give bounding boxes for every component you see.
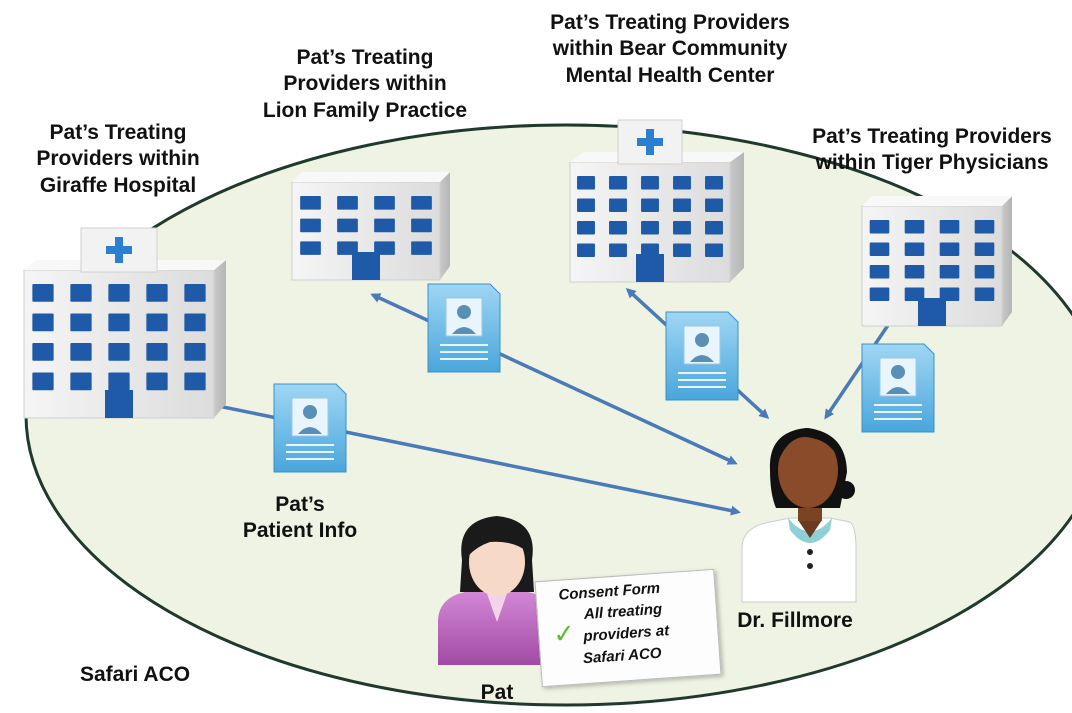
- label-line: Pat’s Treating: [49, 121, 187, 144]
- patient-label: Pat: [480, 681, 514, 704]
- consent-form-title: Consent Form: [557, 579, 661, 604]
- bear-hospital-icon: [569, 119, 744, 283]
- label-line: within Bear Community: [552, 37, 788, 61]
- label-line: Pat’s Treating Providers: [812, 125, 1052, 148]
- consent-form: Consent Form ✓ All treating providers at…: [534, 568, 722, 688]
- patient-record-icon: [665, 311, 739, 401]
- doctor-label: Dr. Fillmore: [737, 609, 853, 632]
- giraffe-hospital-label: Pat’s Treating Providers within Giraffe …: [16, 120, 220, 199]
- patient-record-icon: [861, 343, 935, 433]
- label-line: Providers within: [283, 72, 447, 96]
- consent-form-line: All treating: [583, 600, 663, 624]
- check-icon: ✓: [552, 617, 577, 650]
- label-line: Pat’s: [275, 493, 325, 516]
- label-line: Lion Family Practice: [262, 98, 468, 122]
- label-line: Pat’s Treating Providers: [550, 11, 790, 34]
- consent-form-line: Safari ACO: [582, 644, 663, 668]
- consent-form-line: providers at: [582, 622, 670, 646]
- giraffe-hospital-icon: [23, 227, 226, 419]
- patient-info-label: Pat’s Patient Info: [230, 492, 370, 545]
- aco-label: Safari ACO: [80, 663, 191, 686]
- label-line: within Tiger Physicians: [815, 151, 1049, 175]
- tiger-clinic-icon: [861, 196, 1012, 327]
- lion-clinic-icon: [291, 172, 450, 281]
- patient-record-icon: [273, 383, 347, 473]
- bear-mental-health-label: Pat’s Treating Providers within Bear Com…: [520, 10, 820, 89]
- label-line: Mental Health Center: [565, 63, 775, 87]
- label-line: Providers within: [36, 147, 200, 171]
- tiger-physicians-label: Pat’s Treating Providers within Tiger Ph…: [792, 124, 1072, 177]
- doctor-icon: [741, 428, 857, 603]
- patient-icon: [438, 516, 556, 665]
- lion-family-practice-label: Pat’s Treating Providers within Lion Fam…: [248, 45, 482, 124]
- patient-record-icon: [427, 283, 501, 373]
- label-line: Giraffe Hospital: [39, 173, 197, 197]
- label-line: Pat’s Treating: [296, 46, 434, 69]
- label-line: Patient Info: [242, 519, 358, 543]
